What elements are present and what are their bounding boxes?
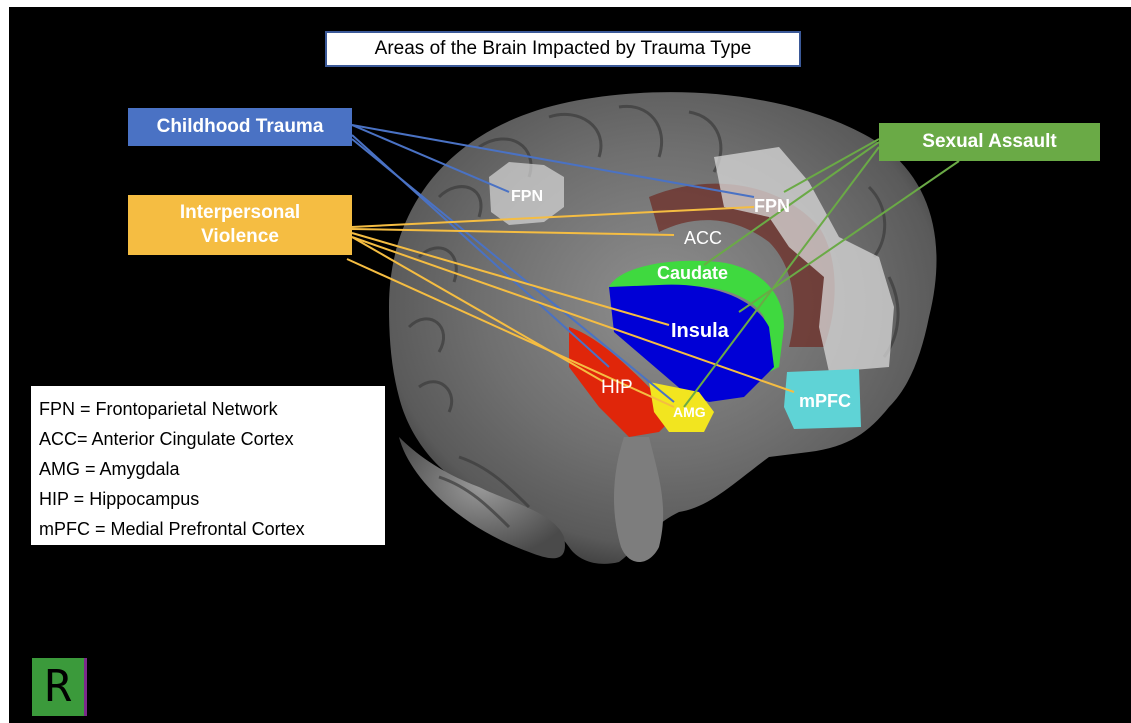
amg-label: AMG xyxy=(673,404,706,420)
legend-item-mpfc: mPFC = Medial Prefrontal Cortex xyxy=(39,514,385,544)
abbreviation-legend: FPN = Frontoparietal Network ACC= Anteri… xyxy=(31,386,385,545)
legend-item-acc: ACC= Anterior Cingulate Cortex xyxy=(39,424,385,454)
diagram-title: Areas of the Brain Impacted by Trauma Ty… xyxy=(325,31,801,67)
interpersonal-violence-line2: Violence xyxy=(201,225,279,249)
sexual-assault-label: Sexual Assault xyxy=(879,123,1100,161)
childhood-trauma-label: Childhood Trauma xyxy=(128,108,352,146)
caudate-label: Caudate xyxy=(657,263,728,283)
r-logo-icon: R xyxy=(32,658,87,716)
fpn-posterior-label: FPN xyxy=(511,188,543,205)
legend-item-amg: AMG = Amygdala xyxy=(39,454,385,484)
legend-item-fpn: FPN = Frontoparietal Network xyxy=(39,394,385,424)
acc-label: ACC xyxy=(684,228,722,248)
mpfc-label: mPFC xyxy=(799,391,851,411)
hip-label: HIP xyxy=(601,377,633,398)
r-logo-letter: R xyxy=(32,658,84,716)
fpn-anterior-label: FPN xyxy=(754,196,790,216)
diagram-canvas: FPN FPN ACC Caudate Insula HIP AMG mPFC … xyxy=(9,7,1131,723)
interpersonal-violence-line1: Interpersonal xyxy=(180,201,300,225)
legend-item-hip: HIP = Hippocampus xyxy=(39,484,385,514)
insula-label: Insula xyxy=(671,320,730,342)
interpersonal-violence-label: Interpersonal Violence xyxy=(128,195,352,255)
